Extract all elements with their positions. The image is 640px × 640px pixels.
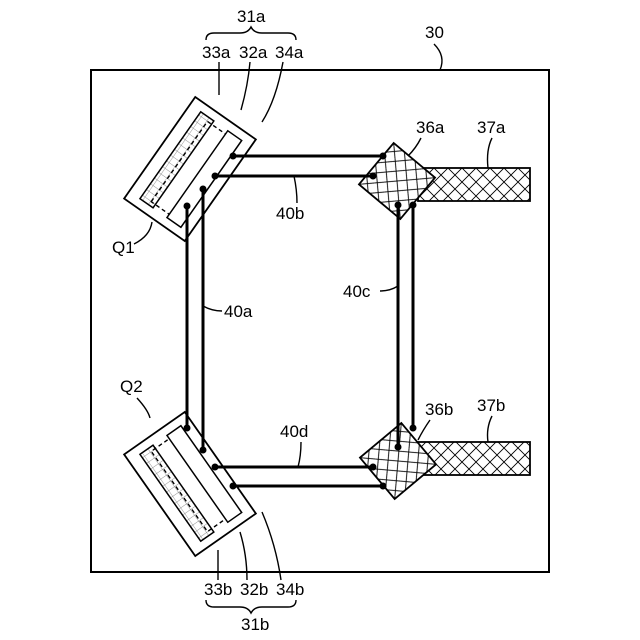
brace-31b bbox=[206, 600, 296, 613]
label-30: 30 bbox=[425, 23, 444, 42]
terminal-37a bbox=[418, 168, 530, 201]
label-37b: 37b bbox=[477, 396, 505, 415]
label-33a: 33a bbox=[202, 43, 231, 62]
label-40c: 40c bbox=[343, 282, 371, 301]
label-36a: 36a bbox=[416, 118, 445, 137]
label-36b: 36b bbox=[425, 400, 453, 419]
label-31a: 31a bbox=[237, 7, 266, 26]
label-33b: 33b bbox=[204, 580, 232, 599]
label-37a: 37a bbox=[477, 118, 506, 137]
label-40b: 40b bbox=[276, 204, 304, 223]
brace-31a bbox=[206, 27, 296, 40]
terminal-37b bbox=[418, 442, 530, 475]
label-40d: 40d bbox=[280, 422, 308, 441]
label-34b: 34b bbox=[276, 580, 304, 599]
label-32b: 32b bbox=[240, 580, 268, 599]
label-32a: 32a bbox=[239, 43, 268, 62]
leader-30 bbox=[434, 44, 442, 70]
label-q2: Q2 bbox=[120, 377, 143, 396]
label-q1: Q1 bbox=[112, 238, 135, 257]
label-31b: 31b bbox=[241, 615, 269, 634]
label-34a: 34a bbox=[275, 43, 304, 62]
label-40a: 40a bbox=[224, 302, 253, 321]
